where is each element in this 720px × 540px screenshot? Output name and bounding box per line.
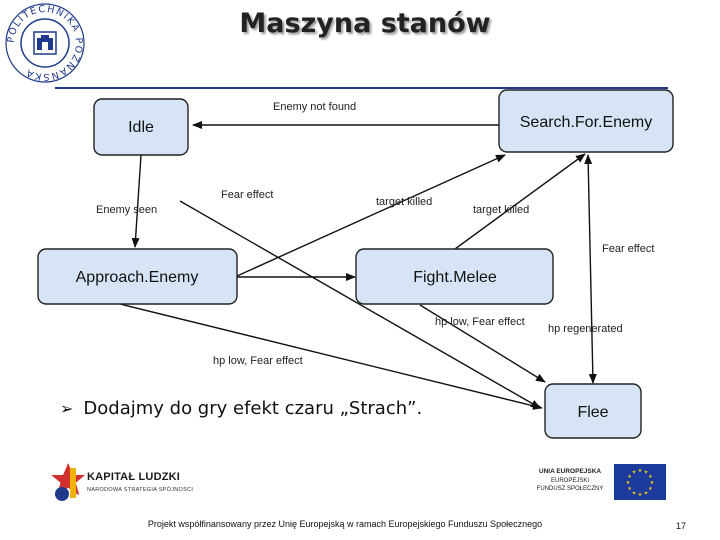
state-idle-label: Idle: [128, 119, 154, 136]
arrow-bullet-icon: ➢: [60, 399, 74, 418]
kapital-ludzki-logo: [52, 462, 86, 502]
kapital-subtitle: NARODOWA STRATEGIA SPÓJNOŚCI: [87, 487, 194, 493]
label-fear-effect-search: Fear effect: [602, 243, 654, 255]
state-search-for-enemy: Search.For.Enemy: [498, 89, 674, 153]
eu-line-1: UNIA EUROPEJSKA: [538, 468, 602, 475]
title-rule: [55, 87, 668, 89]
label-hp-low-fear-fight: hp low, Fear effect: [435, 316, 525, 328]
svg-text:★: ★: [632, 490, 637, 496]
transition-enemy-seen: [131, 154, 142, 248]
kapital-title: KAPITAŁ LUDZKI: [87, 471, 181, 483]
state-approach-label: Approach.Enemy: [76, 269, 199, 286]
transition-target-killed-approach: [236, 154, 506, 277]
state-search-label: Search.For.Enemy: [520, 114, 653, 131]
university-logo: POLITECHNIKA POZNAŃSKA: [5, 3, 85, 83]
state-fight-melee: Fight.Melee: [355, 248, 554, 305]
label-target-killed-fight: target killed: [473, 204, 529, 216]
slide-title: Maszyna stanów: [239, 8, 491, 39]
svg-text:★: ★: [627, 474, 632, 480]
svg-text:★: ★: [638, 492, 643, 498]
eu-flag-icon: ★ ★ ★ ★ ★ ★ ★ ★ ★ ★ ★ ★: [614, 464, 666, 500]
transition-fear-effect-search: [584, 154, 597, 384]
svg-text:★: ★: [648, 474, 653, 480]
svg-text:★: ★: [626, 480, 631, 486]
svg-text:★: ★: [632, 470, 637, 476]
svg-text:★: ★: [638, 468, 643, 474]
transition-hp-low-fear-approach: [119, 303, 543, 410]
page-number: 17: [676, 521, 687, 531]
label-fear-effect-approach: Fear effect: [221, 189, 273, 201]
transition-target-killed-fight: [454, 153, 586, 250]
state-flee: Flee: [544, 383, 642, 439]
label-enemy-seen: Enemy seen: [96, 204, 157, 216]
label-enemy-not-found: Enemy not found: [273, 101, 356, 113]
bullet-text: Dodajmy do gry efekt czaru „Strach”.: [83, 398, 423, 419]
footer-text: Projekt współfinansowany przez Unię Euro…: [147, 519, 543, 529]
state-flee-label: Flee: [577, 404, 608, 421]
state-idle: Idle: [93, 98, 189, 156]
svg-text:★: ★: [644, 470, 649, 476]
state-approach-enemy: Approach.Enemy: [37, 248, 238, 305]
eu-label: UNIA EUROPEJSKA EUROPEJSKI FUNDUSZ SPOŁE…: [530, 468, 610, 492]
eu-line-2: EUROPEJSKI: [550, 478, 589, 484]
bullet-item: ➢ Dodajmy do gry efekt czaru „Strach”.: [60, 398, 422, 419]
label-hp-regenerated: hp regenerated: [548, 323, 623, 335]
transition-hp-low-fear-fight: [419, 304, 546, 383]
svg-text:★: ★: [650, 480, 655, 486]
svg-text:★: ★: [644, 490, 649, 496]
label-hp-low-fear-approach: hp low, Fear effect: [213, 355, 303, 367]
svg-text:★: ★: [627, 486, 632, 492]
state-fight-label: Fight.Melee: [413, 269, 497, 286]
transition-fear-effect-approach: [179, 200, 541, 409]
svg-text:★: ★: [648, 486, 653, 492]
eu-line-3: FUNDUSZ SPOŁECZNY: [536, 486, 604, 492]
label-target-killed-approach: target killed: [376, 196, 432, 208]
